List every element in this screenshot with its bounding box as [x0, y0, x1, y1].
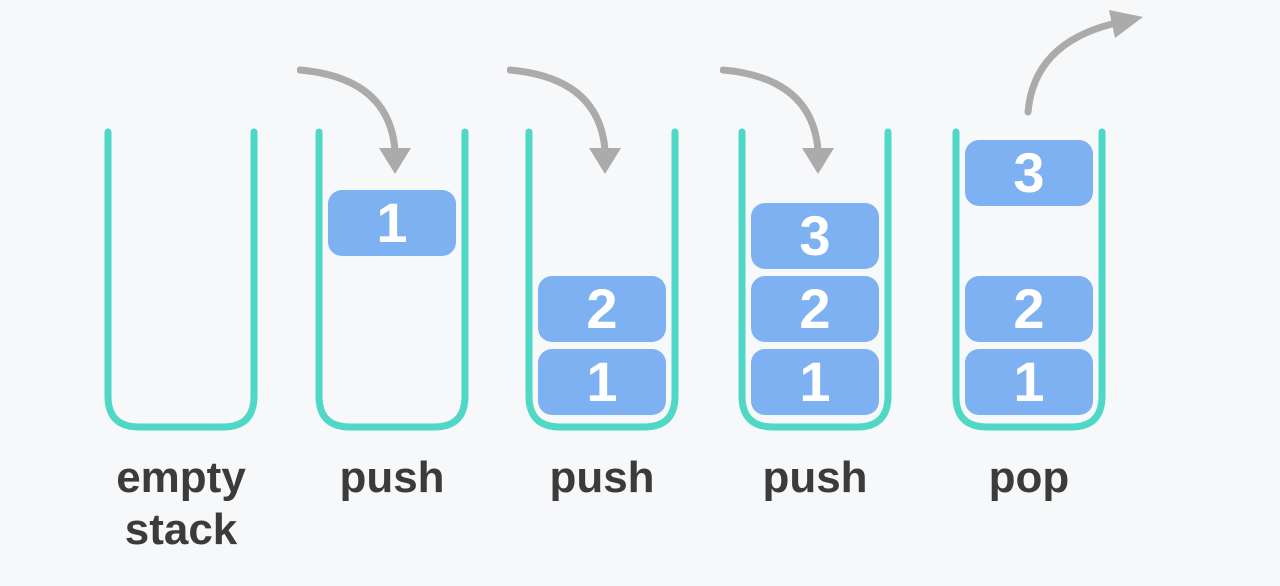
stack-container-icon: [952, 128, 1106, 431]
stack-block: 2: [538, 276, 666, 342]
push-arrow-icon: [507, 66, 621, 174]
stack-block: 1: [751, 349, 879, 415]
stack-container-icon: [525, 128, 679, 431]
push-arrow-icon: [297, 66, 411, 174]
stack-label: push: [762, 453, 868, 502]
stack-container-icon: [104, 128, 258, 431]
stack-block: 1: [965, 349, 1093, 415]
stack-container-icon: [738, 128, 892, 431]
stack-block: 3: [751, 203, 879, 269]
stack-block: 2: [751, 276, 879, 342]
stack-block: 2: [965, 276, 1093, 342]
stack-container-icon: [315, 128, 469, 431]
stack-label: push: [549, 453, 655, 502]
stack-block: 1: [328, 190, 456, 256]
stack-label: empty stack: [116, 453, 246, 554]
stack-block: 3: [965, 140, 1093, 206]
stack-label: pop: [988, 453, 1070, 502]
stack-label: push: [339, 453, 445, 502]
pop-arrow-icon: [1024, 10, 1143, 116]
stack-block: 1: [538, 349, 666, 415]
push-arrow-icon: [720, 66, 834, 174]
